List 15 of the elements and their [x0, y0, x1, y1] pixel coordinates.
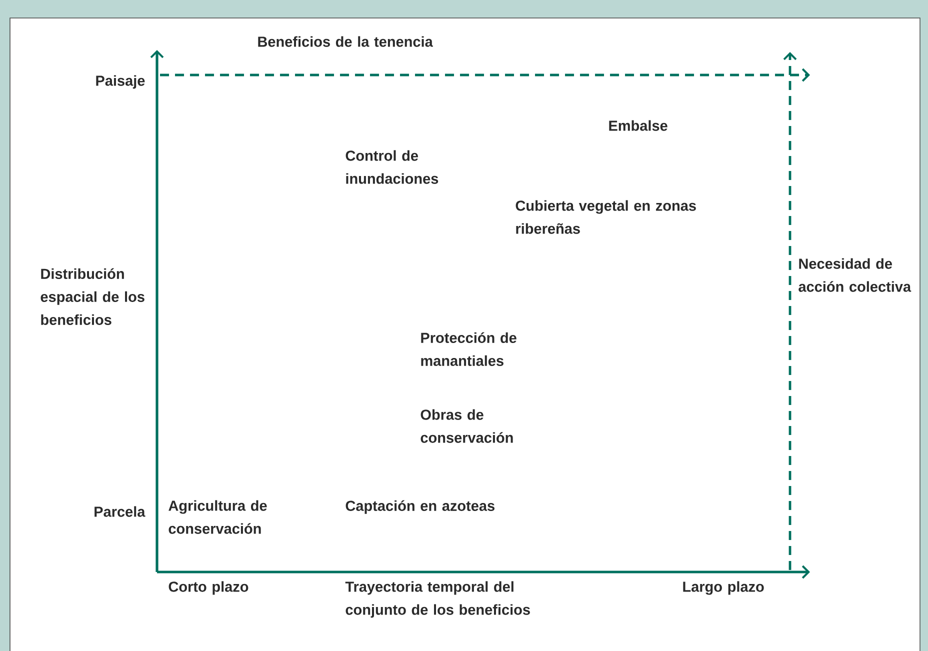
axis-label: Distribución espacial de los beneficios — [40, 268, 144, 325]
axis-label: Protección de manantiales — [421, 332, 516, 366]
axis-label: Embalse — [609, 120, 668, 131]
axis-label: Largo plazo — [683, 581, 764, 595]
axis-label: Corto plazo — [168, 581, 248, 595]
axis-label: Cubierta vegetal en zonas ribereñas — [516, 200, 696, 234]
axis-label: Obras de conservación — [420, 409, 513, 443]
axis-label: Beneficios de la tenencia — [258, 36, 433, 47]
axis-label: Captación en azoteas — [346, 500, 494, 514]
axis-label: Trayectoria temporal del conjunto de los beneficios — [345, 581, 530, 618]
axis-label: Agricultura de conservación — [168, 500, 267, 534]
axis-label: Control de inundaciones — [346, 150, 438, 184]
axis-label: Paisaje — [96, 75, 145, 89]
axis-label: Necesidad de acción colectiva — [798, 258, 912, 292]
axis-label: Parcela — [94, 506, 146, 517]
